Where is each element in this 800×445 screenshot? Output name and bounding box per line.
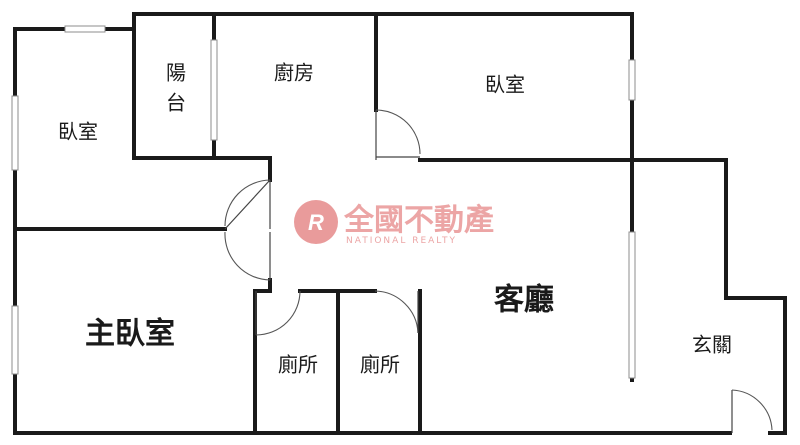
- window-master-side: [11, 305, 19, 375]
- door-bathroom-2: [374, 290, 419, 334]
- watermark-logo-letter: R: [308, 210, 324, 235]
- wall-master-right-lower: [253, 278, 272, 435]
- label-entrance: 玄關: [692, 333, 732, 357]
- door-bedroom-right: [375, 109, 421, 160]
- door-bathroom-1: [255, 290, 301, 336]
- label-balcony-line1: 陽: [166, 61, 186, 85]
- watermark-brand-text: 全國不動產: [343, 203, 494, 238]
- room-labels: 臥室 陽 台 廚房 臥室 主臥室 客廳 廁所 廁所 玄關: [58, 61, 732, 377]
- label-bathroom-2: 廁所: [360, 353, 400, 377]
- wall-top-main: [132, 12, 787, 435]
- windows: [11, 25, 636, 379]
- label-bathroom-1: 廁所: [278, 353, 318, 377]
- wall-balcony-bottom: [132, 156, 272, 180]
- window-bedroom-right-side: [628, 59, 636, 101]
- watermark: R 全國不動產 NATIONAL REALTY: [294, 200, 494, 246]
- label-master-bedroom: 主臥室: [85, 317, 175, 352]
- label-bedroom-left: 臥室: [58, 120, 98, 144]
- watermark-brand-subtext: NATIONAL REALTY: [346, 236, 457, 246]
- door-entrance: [731, 389, 773, 433]
- door-master-bedroom: [224, 231, 271, 281]
- label-balcony-line2: 台: [166, 91, 186, 115]
- label-kitchen: 廚房: [274, 61, 314, 85]
- door-left-bedroom: [224, 179, 271, 230]
- doors: [224, 109, 773, 433]
- label-bedroom-right: 臥室: [485, 73, 525, 97]
- label-living-room: 客廳: [494, 283, 554, 318]
- watermark-logo-icon: [294, 200, 338, 244]
- window-balcony-side: [210, 39, 218, 141]
- window-left-bedroom-top: [64, 25, 106, 33]
- interior-walls: [13, 12, 634, 435]
- window-left-bedroom-side: [11, 95, 19, 171]
- window-living-entrance: [628, 231, 636, 379]
